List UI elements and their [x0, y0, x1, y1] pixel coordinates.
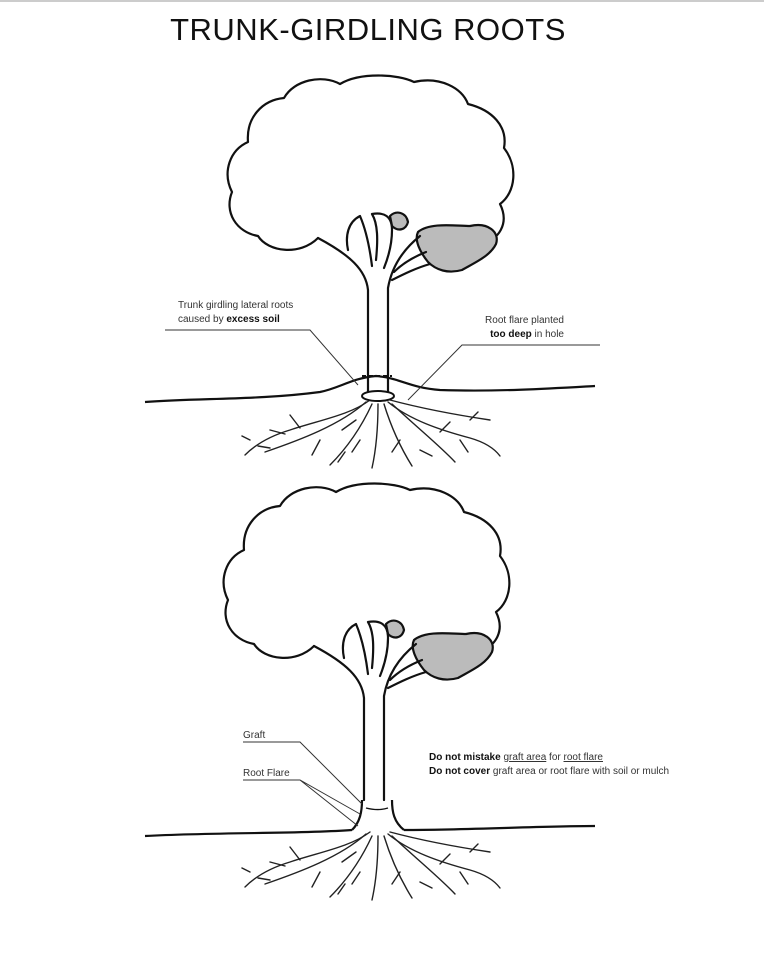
- page-title: TRUNK-GIRDLING ROOTS: [170, 12, 566, 47]
- label-root-flare-deep: Root flare planted too deep in hole: [485, 314, 564, 342]
- label-line: in hole: [531, 329, 564, 340]
- note-underlined: graft area: [503, 752, 547, 763]
- roots-bottom: [241, 831, 501, 901]
- label-line: Trunk girdling lateral roots: [178, 300, 294, 311]
- label-line: Root flare planted: [485, 315, 564, 326]
- label-bold: too deep: [490, 329, 532, 340]
- label-root-flare: Root Flare: [243, 768, 290, 779]
- graft-line: [365, 807, 389, 811]
- label-graft: Graft: [243, 730, 266, 741]
- leader-right: [407, 344, 600, 401]
- note-bold: Do not cover: [429, 766, 491, 777]
- label-bold: excess soil: [226, 314, 280, 325]
- ground-line-bottom: [144, 824, 596, 838]
- note-text: graft area or root flare with soil or mu…: [490, 766, 670, 777]
- note-bold: Do not mistake: [429, 752, 501, 763]
- label-girdling-roots: Trunk girdling lateral roots caused by e…: [178, 299, 293, 327]
- roots-top: [241, 399, 501, 469]
- leader-graft: [243, 741, 363, 805]
- top-border: [0, 0, 764, 2]
- note-text: for: [546, 752, 564, 763]
- girdling-root: [361, 390, 395, 402]
- leader-left: [165, 329, 359, 386]
- note-block: Do not mistake graft area for root flare…: [429, 751, 669, 779]
- label-line: caused by: [178, 314, 227, 325]
- leader-root-flare: [243, 779, 361, 827]
- note-underlined: root flare: [563, 752, 603, 763]
